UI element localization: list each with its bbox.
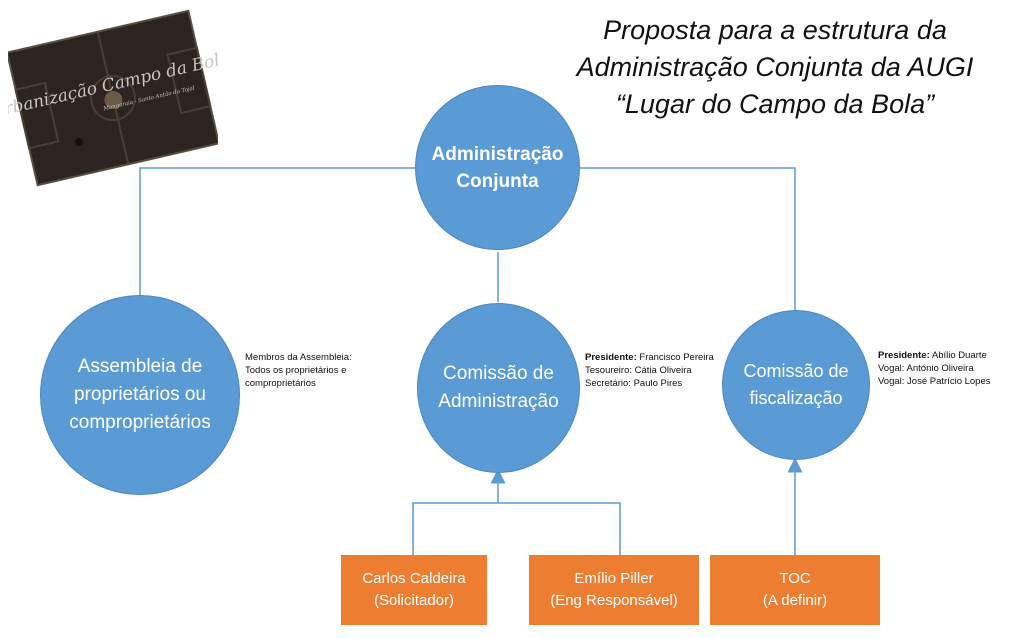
title-line-3: “Lugar do Campo da Bola” [615, 89, 935, 119]
logo-image: Urbanização Campo da Bola Mongaraia - Sa… [0, 8, 232, 188]
connector-admin-fiscalizacao [580, 167, 796, 310]
connector-admin-assembleia [139, 167, 420, 300]
node-administracao-conjunta: Administração Conjunta [415, 85, 580, 250]
note-comissao-fiscalizacao: Presidente: Abílio Duarte Vogal: António… [878, 350, 991, 387]
title-line-1: Proposta para a estrutura da [603, 15, 947, 45]
note-comissao-administracao: Presidente: Francisco Pereira Tesoureiro… [585, 352, 714, 389]
note-assembleia: Membros da Assembleia: Todos os propriet… [245, 352, 352, 389]
node-assembleia: Assembleia de proprietários ou compropri… [40, 295, 240, 495]
node-comissao-administracao: Comissão de Administração [417, 303, 580, 473]
box-toc: TOC (A definir) [710, 555, 880, 625]
box-emilio-piller: Emílio Piller (Eng Responsável) [529, 555, 699, 625]
connector-carlos-comissao [412, 502, 621, 555]
page-title: Proposta para a estrutura da Administraç… [520, 12, 1030, 123]
node-comissao-fiscalizacao: Comissão de fiscalização [722, 310, 870, 460]
title-line-2: Administração Conjunta da AUGI [576, 52, 974, 82]
box-carlos-caldeira: Carlos Caldeira (Solicitador) [341, 555, 487, 625]
